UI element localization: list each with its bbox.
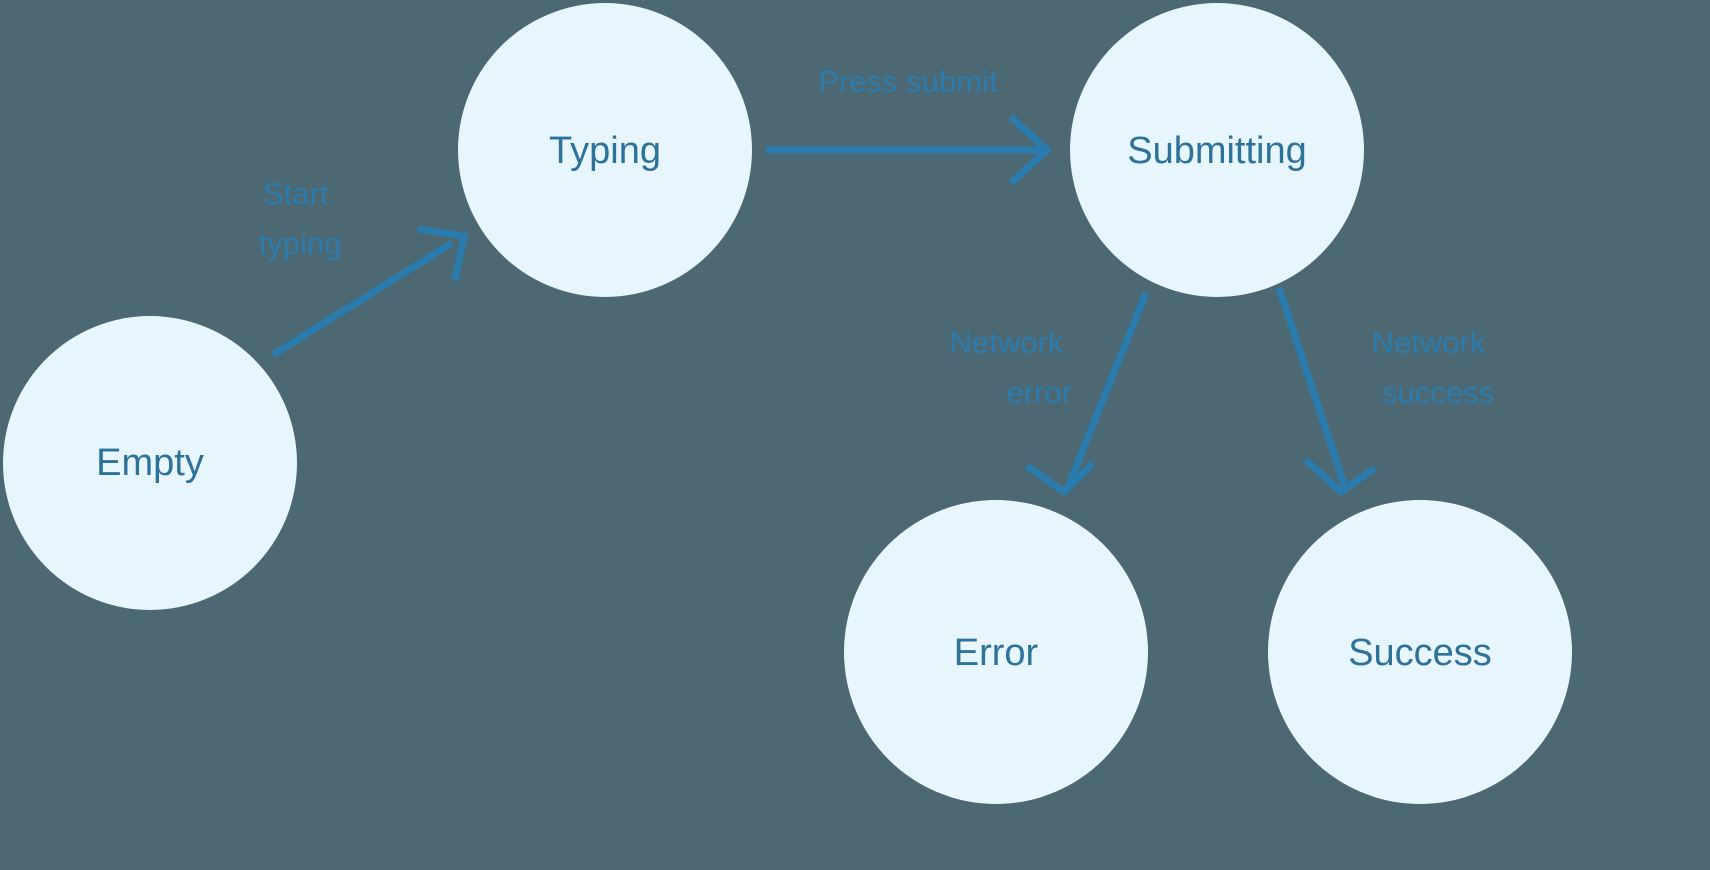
node-submitting-circle[interactable] bbox=[1070, 3, 1364, 297]
node-error-circle[interactable] bbox=[844, 500, 1148, 804]
node-typing-label: Typing bbox=[549, 130, 661, 172]
edge-label-start-typing-line-1: Start bbox=[263, 176, 329, 211]
edge-submitting-to-success-line bbox=[1275, 286, 1349, 489]
edge-submitting-to-error-line bbox=[1064, 291, 1150, 489]
node-success-label: Success bbox=[1348, 632, 1492, 674]
edge-label-network-error: Network error bbox=[950, 325, 1072, 410]
node-error-label: Error bbox=[954, 632, 1039, 674]
edge-label-start-typing-line-2: typing bbox=[259, 226, 342, 261]
edge-label-network-success-line-2: success bbox=[1382, 375, 1494, 410]
edge-label-network-error-line-2: error bbox=[1007, 375, 1072, 410]
edge-label-press-submit: Press submit bbox=[818, 64, 998, 99]
edge-typing-to-submitting-arrowhead bbox=[1008, 114, 1053, 186]
edge-empty-to-typing-arrowhead bbox=[417, 225, 469, 281]
node-empty[interactable]: Empty bbox=[3, 316, 297, 610]
node-empty-label: Empty bbox=[96, 442, 204, 484]
edge-label-network-success-line-1: Network bbox=[1372, 325, 1486, 360]
edge-submitting-to-error-arrowhead bbox=[1024, 460, 1096, 497]
edge-submitting-to-success bbox=[1275, 286, 1378, 497]
edge-empty-to-typing bbox=[271, 225, 469, 358]
edge-label-start-typing: Start typing bbox=[259, 176, 342, 261]
edge-label-press-submit-line-1: Press submit bbox=[818, 64, 998, 99]
node-empty-circle[interactable] bbox=[3, 316, 297, 610]
edge-submitting-to-success-arrowhead bbox=[1303, 457, 1378, 497]
edge-label-network-error-line-1: Network bbox=[950, 325, 1064, 360]
node-success[interactable]: Success bbox=[1268, 500, 1572, 804]
node-error[interactable]: Error bbox=[844, 500, 1148, 804]
edge-label-network-success: Network success bbox=[1372, 325, 1494, 410]
node-typing[interactable]: Typing bbox=[458, 3, 752, 297]
node-submitting-label: Submitting bbox=[1127, 130, 1307, 172]
node-submitting[interactable]: Submitting bbox=[1070, 3, 1364, 297]
edge-empty-to-typing-line bbox=[271, 240, 454, 358]
node-typing-circle[interactable] bbox=[458, 3, 752, 297]
node-success-circle[interactable] bbox=[1268, 500, 1572, 804]
edge-submitting-to-error bbox=[1024, 291, 1150, 497]
edge-typing-to-submitting bbox=[766, 114, 1053, 186]
